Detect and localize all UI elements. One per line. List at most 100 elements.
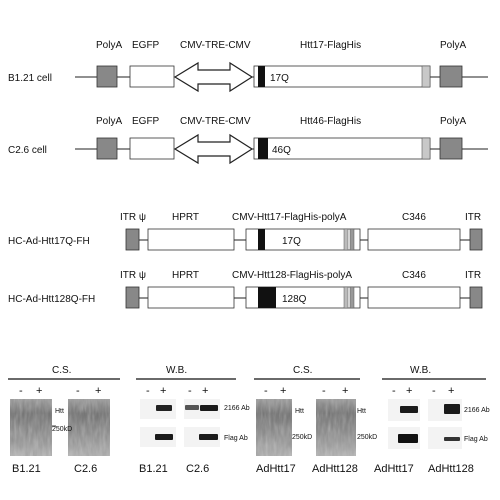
repeat-label: 128Q — [282, 294, 307, 305]
polyq-repeat-block — [258, 138, 268, 159]
lane-sign: + — [95, 385, 101, 397]
vector-htt128q: ITR ψ HPRT CMV-Htt128-FlagHis-polyA C346… — [8, 270, 483, 309]
band-label: Htt — [295, 408, 304, 415]
sample-label: C2.6 — [74, 463, 97, 475]
panel-title: C.S. — [52, 365, 71, 376]
c346-box — [367, 286, 461, 309]
c346-label: C346 — [402, 270, 426, 281]
lane-sign: - — [322, 385, 326, 397]
polya-signal-block — [349, 286, 355, 309]
panel-title: W.B. — [166, 365, 187, 376]
lane-sign: - — [392, 385, 396, 397]
polya-box-right — [439, 65, 463, 88]
panel-wb-cells: W.B. - + - + 2166 Ab Flag Ab B1.21 C2.6 — [136, 365, 250, 475]
lane-sign: - — [188, 385, 192, 397]
polyq-repeat-block — [258, 287, 276, 308]
polya-left-label: PolyA — [96, 40, 122, 51]
lane-sign: + — [36, 385, 42, 397]
itr-psi-label: ITR ψ — [120, 212, 146, 223]
c346-label: C346 — [402, 212, 426, 223]
flaghis-tag — [343, 286, 349, 309]
blot-band — [398, 434, 418, 443]
bidirectional-promoter-arrow — [173, 133, 254, 165]
panel-cs-adenovirus: C.S. - + - + Htt 250kD Htt 250kD AdHtt17… — [254, 365, 377, 475]
lane-sign: - — [76, 385, 80, 397]
vector-htt17q: ITR ψ HPRT CMV-Htt17-FlagHis-polyA C346 … — [8, 212, 483, 251]
cassette-label: CMV-Htt128-FlagHis-polyA — [232, 270, 352, 281]
transgene-label: Htt17-FlagHis — [300, 40, 361, 51]
promoter-label: CMV-TRE-CMV — [180, 40, 251, 51]
flaghis-tag — [421, 137, 431, 160]
c346-box — [367, 228, 461, 251]
lane-sign: + — [160, 385, 166, 397]
lane-sign: - — [432, 385, 436, 397]
blot-band — [400, 406, 418, 413]
blot-band — [199, 434, 218, 440]
polya-signal-block — [349, 228, 355, 251]
blot-band — [155, 434, 173, 440]
repeat-label: 17Q — [270, 73, 289, 84]
egfp-box — [129, 65, 175, 88]
blot-band — [200, 405, 218, 411]
transgene-label: Htt46-FlagHis — [300, 116, 361, 127]
sample-label: AdHtt128 — [312, 463, 358, 475]
band-label: Htt — [55, 408, 64, 415]
polya-box — [96, 65, 118, 88]
sample-label: AdHtt17 — [256, 463, 296, 475]
row-label-b121: B1.21 cell — [8, 73, 52, 84]
egfp-label: EGFP — [132, 116, 160, 127]
promoter-label: CMV-TRE-CMV — [180, 116, 251, 127]
itr-left-box — [125, 228, 140, 251]
lane-sign: + — [406, 385, 412, 397]
marker-label: 250kD — [292, 434, 312, 441]
hprt-box — [147, 286, 235, 309]
sample-label: B1.21 — [139, 463, 168, 475]
gel-texture — [68, 399, 110, 456]
hprt-label: HPRT — [172, 270, 199, 281]
lane-sign: + — [280, 385, 286, 397]
flaghis-tag — [421, 65, 431, 88]
antibody-label: 2166 Ab — [464, 407, 490, 414]
cassette-label: CMV-Htt17-FlagHis-polyA — [232, 212, 347, 223]
antibody-label: Flag Ab — [464, 436, 488, 443]
polya-box-right — [439, 137, 463, 160]
panel-title: W.B. — [410, 365, 431, 376]
egfp-box — [129, 137, 175, 160]
gel-texture — [256, 399, 292, 456]
lane-sign: - — [19, 385, 23, 397]
lane-sign: + — [342, 385, 348, 397]
antibody-label: Flag Ab — [224, 435, 248, 442]
itr-right-box — [469, 228, 483, 251]
blot-band — [444, 404, 460, 414]
bidirectional-promoter-arrow — [173, 61, 254, 93]
polya-box — [96, 137, 118, 160]
row-label-c26: C2.6 cell — [8, 145, 47, 156]
sample-label: C2.6 — [186, 463, 209, 475]
gel-texture — [316, 399, 356, 456]
gel-texture — [10, 399, 52, 456]
blot-band — [185, 405, 199, 410]
panel-title: C.S. — [293, 365, 312, 376]
row-label-htt17q: HC-Ad-Htt17Q-FH — [8, 236, 90, 247]
construct-b121: PolyA EGFP CMV-TRE-CMV Htt17-FlagHis Pol… — [8, 40, 488, 93]
itr-right-label: ITR — [465, 212, 481, 223]
marker-label: 250kD — [357, 434, 377, 441]
polya-left-label: PolyA — [96, 116, 122, 127]
egfp-label: EGFP — [132, 40, 160, 51]
panel-cs-cells: C.S. - + - + Htt 250kD B1.21 C2.6 — [8, 365, 120, 475]
sample-label: AdHtt17 — [374, 463, 414, 475]
polya-right-label: PolyA — [440, 40, 466, 51]
itr-right-label: ITR — [465, 270, 481, 281]
sample-label: B1.21 — [12, 463, 41, 475]
band-label: Htt — [357, 408, 366, 415]
lane-sign: - — [146, 385, 150, 397]
hprt-label: HPRT — [172, 212, 199, 223]
sample-label: AdHtt128 — [428, 463, 474, 475]
flaghis-tag — [343, 228, 349, 251]
row-label-htt128q: HC-Ad-Htt128Q-FH — [8, 294, 95, 305]
blot-band — [444, 437, 460, 441]
antibody-label: 2166 Ab — [224, 405, 250, 412]
itr-left-box — [125, 286, 140, 309]
